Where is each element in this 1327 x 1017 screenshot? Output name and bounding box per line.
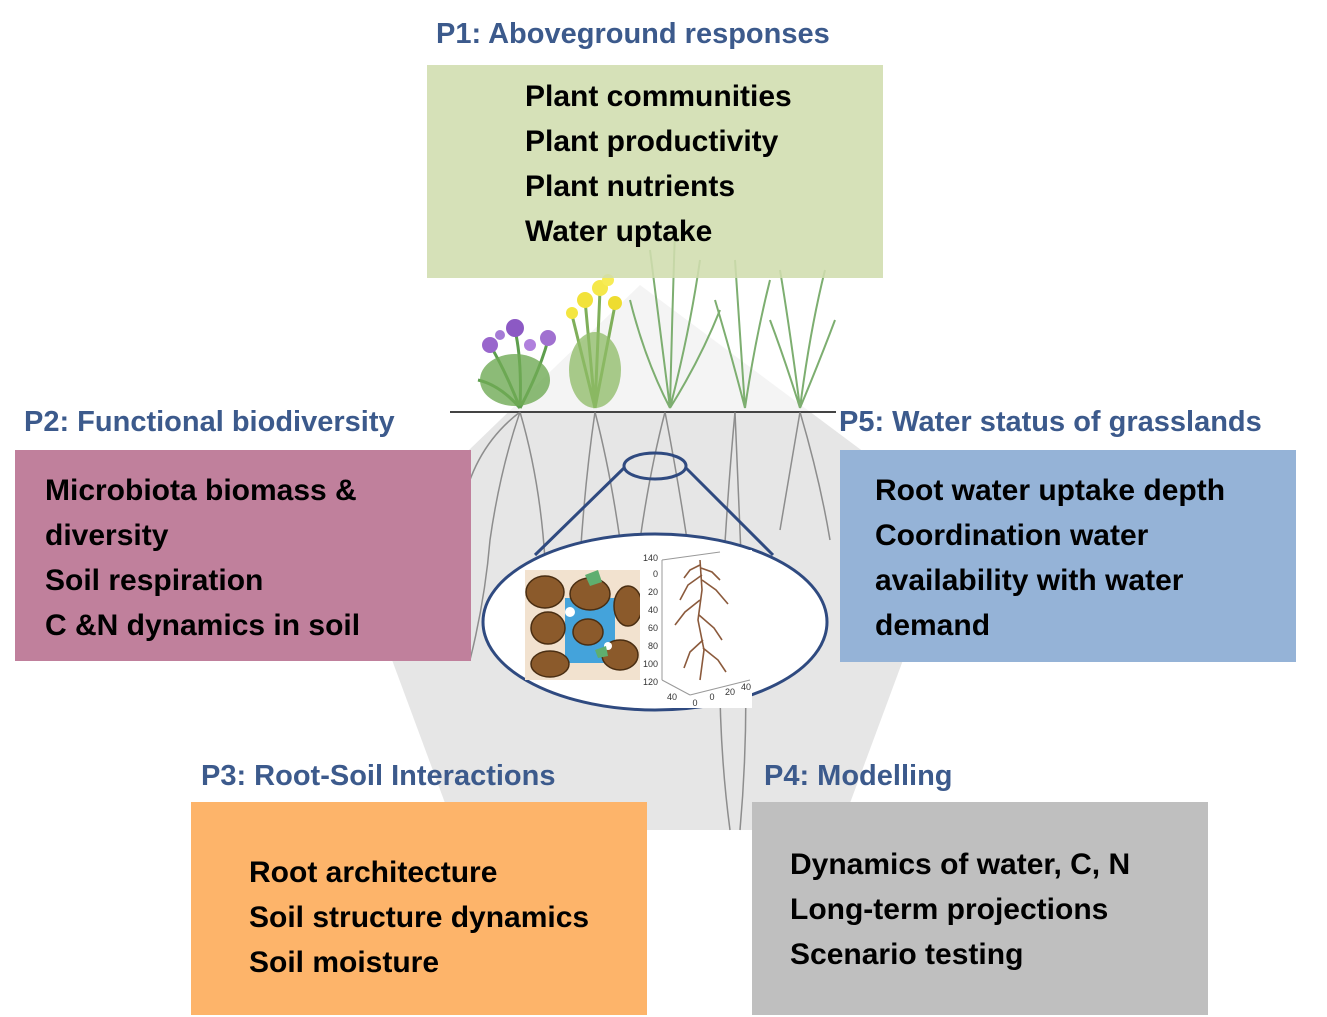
- p3-item: Soil moisture: [249, 946, 440, 979]
- p4-heading: P4: Modelling: [764, 760, 953, 792]
- base-tick-a: 40: [667, 692, 677, 702]
- axis-tick-40: 40: [648, 605, 658, 615]
- p2-item: Soil respiration: [45, 564, 264, 597]
- p2-item: diversity: [45, 519, 169, 552]
- purple-flower-plant: [477, 319, 556, 409]
- p1-item: Plant productivity: [525, 125, 779, 158]
- p2-heading: P2: Functional biodiversity: [24, 406, 395, 438]
- base-tick-d: 20: [725, 687, 735, 697]
- soil-pore-inset: [525, 570, 643, 680]
- p3-item: Soil structure dynamics: [249, 901, 590, 934]
- p1-item-list: Plant communities Plant productivity Pla…: [525, 74, 883, 254]
- axis-tick-80: 80: [648, 641, 658, 651]
- axis-tick-140: 140: [643, 553, 658, 563]
- p5-heading: P5: Water status of grasslands: [839, 406, 1262, 438]
- p3-box: Root architecture Soil structure dynamic…: [191, 802, 647, 1015]
- base-tick-c: 0: [709, 692, 714, 702]
- p2-item: C &N dynamics in soil: [45, 609, 361, 642]
- p4-item: Dynamics of water, C, N: [790, 848, 1131, 881]
- p5-item-list: Root water uptake depth Coordination wat…: [875, 468, 1296, 648]
- p1-box: Plant communities Plant productivity Pla…: [427, 65, 883, 278]
- p5-item: availability with water: [875, 564, 1184, 597]
- p4-box: Dynamics of water, C, N Long-term projec…: [752, 802, 1208, 1015]
- p2-item-list: Microbiota biomass & diversity Soil resp…: [45, 468, 471, 648]
- p5-item: Coordination water: [875, 519, 1149, 552]
- p4-item: Long-term projections: [790, 893, 1109, 926]
- grassland-plants-illustration: [450, 229, 836, 413]
- axis-tick-60: 60: [648, 623, 658, 633]
- axis-tick-0: 0: [653, 569, 658, 579]
- p4-item: Scenario testing: [790, 938, 1024, 971]
- p5-item: Root water uptake depth: [875, 474, 1226, 507]
- axis-tick-20: 20: [648, 587, 658, 597]
- base-tick-b: 0: [692, 698, 697, 708]
- p3-item: Root architecture: [249, 856, 498, 889]
- p5-item: demand: [875, 609, 991, 642]
- p1-item: Plant communities: [525, 80, 792, 113]
- inset-axis-tick-labels: 0 20 40 60 80 100 120 140: [643, 553, 658, 687]
- p3-heading: P3: Root-Soil Interactions: [201, 760, 556, 792]
- p2-box: Microbiota biomass & diversity Soil resp…: [15, 450, 471, 661]
- inset-base-tick-labels: 40 0 0 20 40: [667, 682, 751, 708]
- p1-heading: P1: Aboveground responses: [436, 18, 830, 50]
- p4-item-list: Dynamics of water, C, N Long-term projec…: [790, 842, 1208, 977]
- p3-item-list: Root architecture Soil structure dynamic…: [249, 850, 647, 985]
- p5-box: Root water uptake depth Coordination wat…: [840, 450, 1296, 662]
- axis-tick-100: 100: [643, 659, 658, 669]
- grass-clumps: [629, 229, 836, 409]
- axis-tick-120: 120: [643, 677, 658, 687]
- p1-item: Water uptake: [525, 215, 713, 248]
- root-architecture-inset: 0 20 40 60 80 100 120 140 40 0 0 20 40: [640, 550, 752, 708]
- p2-item: Microbiota biomass &: [45, 474, 357, 507]
- p1-item: Plant nutrients: [525, 170, 736, 203]
- base-tick-e: 40: [741, 682, 751, 692]
